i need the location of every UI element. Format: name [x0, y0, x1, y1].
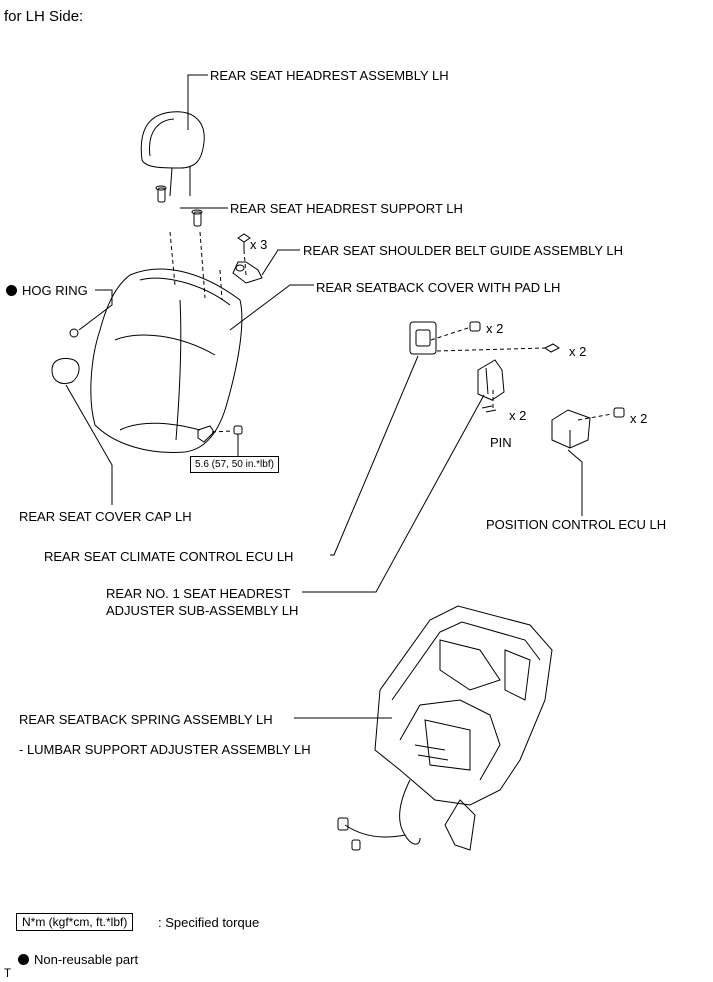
lumbar-label: - LUMBAR SUPPORT ADJUSTER ASSEMBLY LH [19, 742, 311, 757]
ecu-nut-qty-label: x 2 [630, 411, 648, 426]
headrest-adjuster-drawing [477, 343, 560, 413]
adjuster-bolt-qty-label: x 2 [569, 344, 587, 359]
hog-ring-label: HOG RING [6, 283, 88, 298]
legend-torque-desc: : Specified torque [158, 915, 260, 930]
position-ecu-drawing [551, 407, 625, 449]
guide-lines [169, 231, 613, 433]
seatback-frame-drawing [337, 605, 553, 851]
adjuster-label-line2: ADJUSTER SUB-ASSEMBLY LH [106, 603, 299, 618]
legend-nonreusable: Non-reusable part [18, 952, 138, 967]
page-title: for LH Side: [4, 8, 84, 25]
belt-guide-qty-label: x 3 [250, 237, 268, 252]
non-reusable-icon [18, 954, 29, 965]
position-ecu-label: POSITION CONTROL ECU LH [486, 517, 667, 532]
spring-assembly-label: REAR SEATBACK SPRING ASSEMBLY LH [19, 712, 273, 727]
hog-ring-text: HOG RING [22, 283, 88, 298]
headrest-assembly-label: REAR SEAT HEADREST ASSEMBLY LH [210, 68, 449, 83]
headrest-support-drawing [155, 185, 203, 227]
climate-nut-qty-label: x 2 [486, 321, 504, 336]
seatback-cover-label: REAR SEATBACK COVER WITH PAD LH [316, 280, 561, 295]
headrest-drawing [140, 111, 205, 197]
pin-label: PIN [490, 435, 512, 450]
non-reusable-icon [6, 285, 17, 296]
pin-qty-label: x 2 [509, 408, 527, 423]
cover-cap-drawing [51, 357, 80, 384]
legend-torque-box: N*m (kgf*cm, ft.*lbf) [16, 913, 134, 931]
corner-mark: T [4, 968, 12, 980]
cover-cap-label: REAR SEAT COVER CAP LH [19, 509, 192, 524]
climate-ecu-label: REAR SEAT CLIMATE CONTROL ECU LH [44, 549, 294, 564]
climate-ecu-drawing [409, 321, 481, 355]
seatback-drawing [90, 268, 243, 454]
belt-guide-drawing [232, 261, 263, 284]
headrest-support-label: REAR SEAT HEADREST SUPPORT LH [230, 201, 463, 216]
adjuster-label-line1: REAR NO. 1 SEAT HEADREST [106, 586, 291, 601]
belt-guide-label: REAR SEAT SHOULDER BELT GUIDE ASSEMBLY L… [303, 243, 624, 258]
torque-spec-box: 5.6 (57, 50 in.*lbf) [190, 456, 279, 473]
legend-nonreusable-text: Non-reusable part [34, 952, 139, 967]
